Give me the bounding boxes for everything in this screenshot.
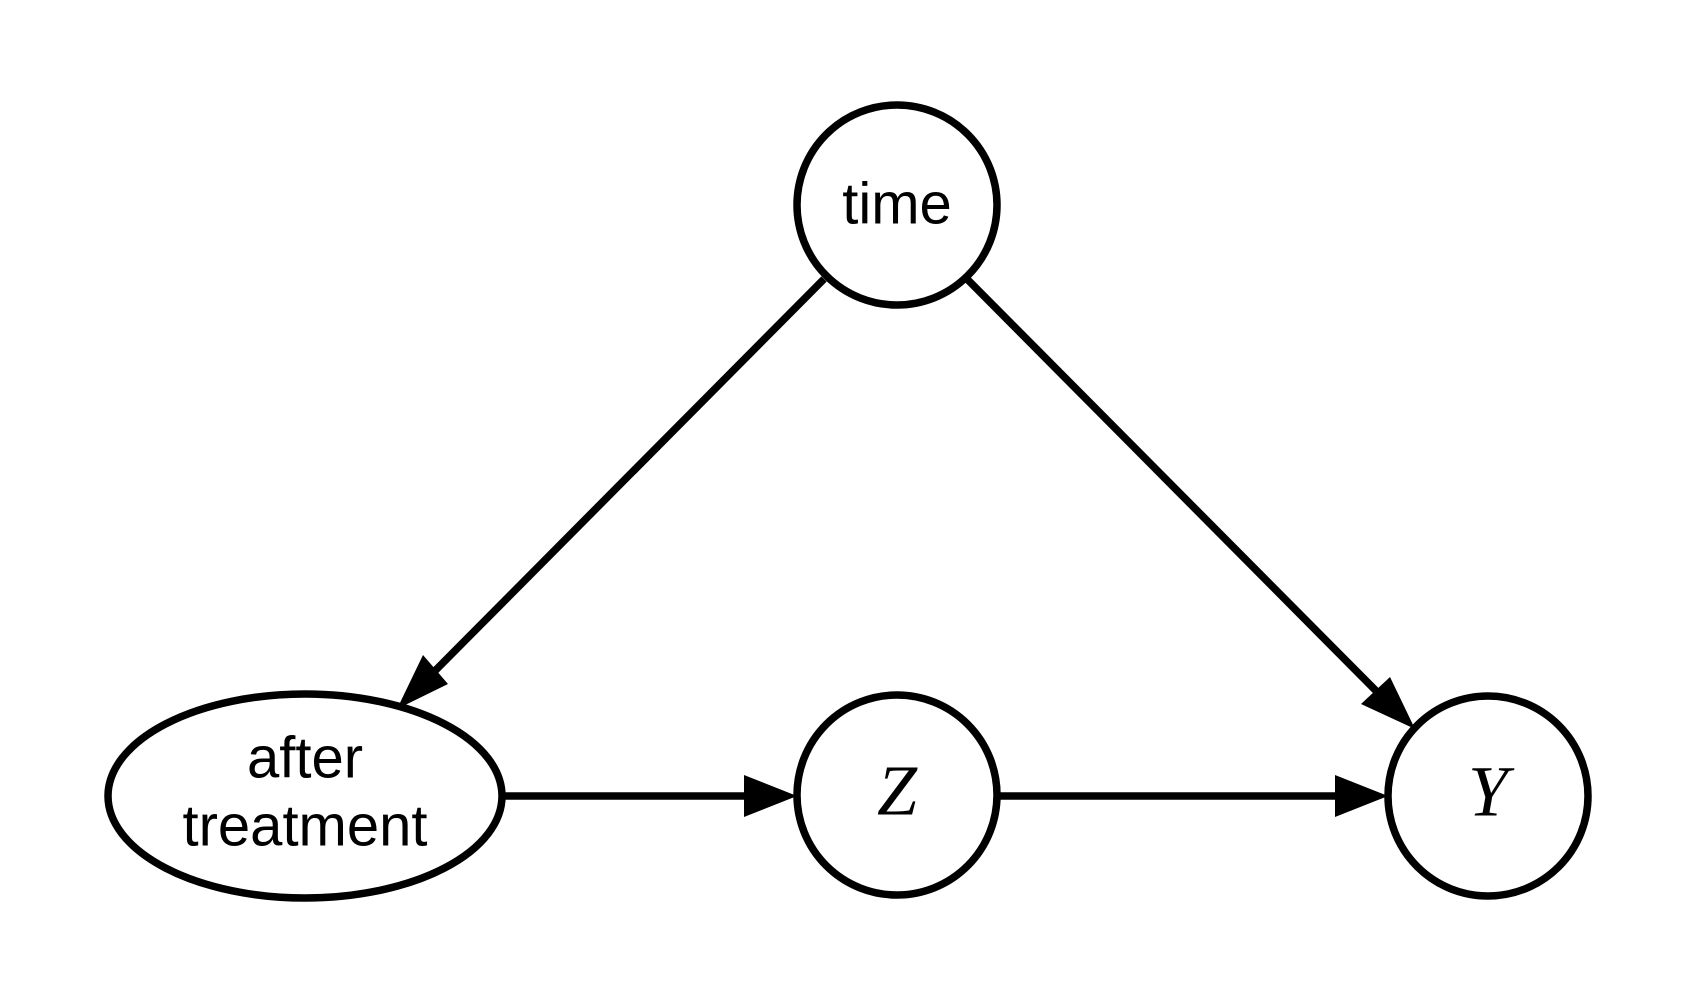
edge-time-to-after-treatment: [397, 276, 827, 709]
edge-after-treatment-to-Z: [503, 775, 797, 817]
node-after-treatment[interactable]: after treatment: [104, 690, 506, 902]
node-Y[interactable]: Y: [1384, 692, 1592, 900]
arrowhead-after-treatment-Z: [744, 775, 797, 817]
edge-Z-to-Y: [997, 775, 1388, 817]
node-Z-shape[interactable]: [793, 691, 1001, 899]
node-after-treatment-shape[interactable]: [104, 690, 506, 902]
edge-line-time-after-treatment: [406, 276, 827, 700]
edge-time-to-Y: [964, 276, 1415, 729]
node-Z-label: Z: [877, 751, 918, 831]
arrowhead-Z-Y: [1335, 775, 1388, 817]
arrowhead-time-Y: [1361, 677, 1415, 729]
node-Y-shape[interactable]: [1384, 692, 1592, 900]
node-Z[interactable]: Z: [793, 691, 1001, 899]
node-after-treatment-label-line2: treatment: [183, 793, 428, 858]
node-time[interactable]: time: [793, 101, 1001, 309]
node-Y-label: Y: [1468, 752, 1515, 832]
edge-line-time-Y: [964, 276, 1405, 720]
node-time-shape[interactable]: [793, 101, 1001, 309]
node-after-treatment-label-line1: after: [247, 725, 363, 790]
node-time-label: time: [842, 171, 952, 236]
arrowhead-time-after-treatment: [397, 655, 448, 709]
